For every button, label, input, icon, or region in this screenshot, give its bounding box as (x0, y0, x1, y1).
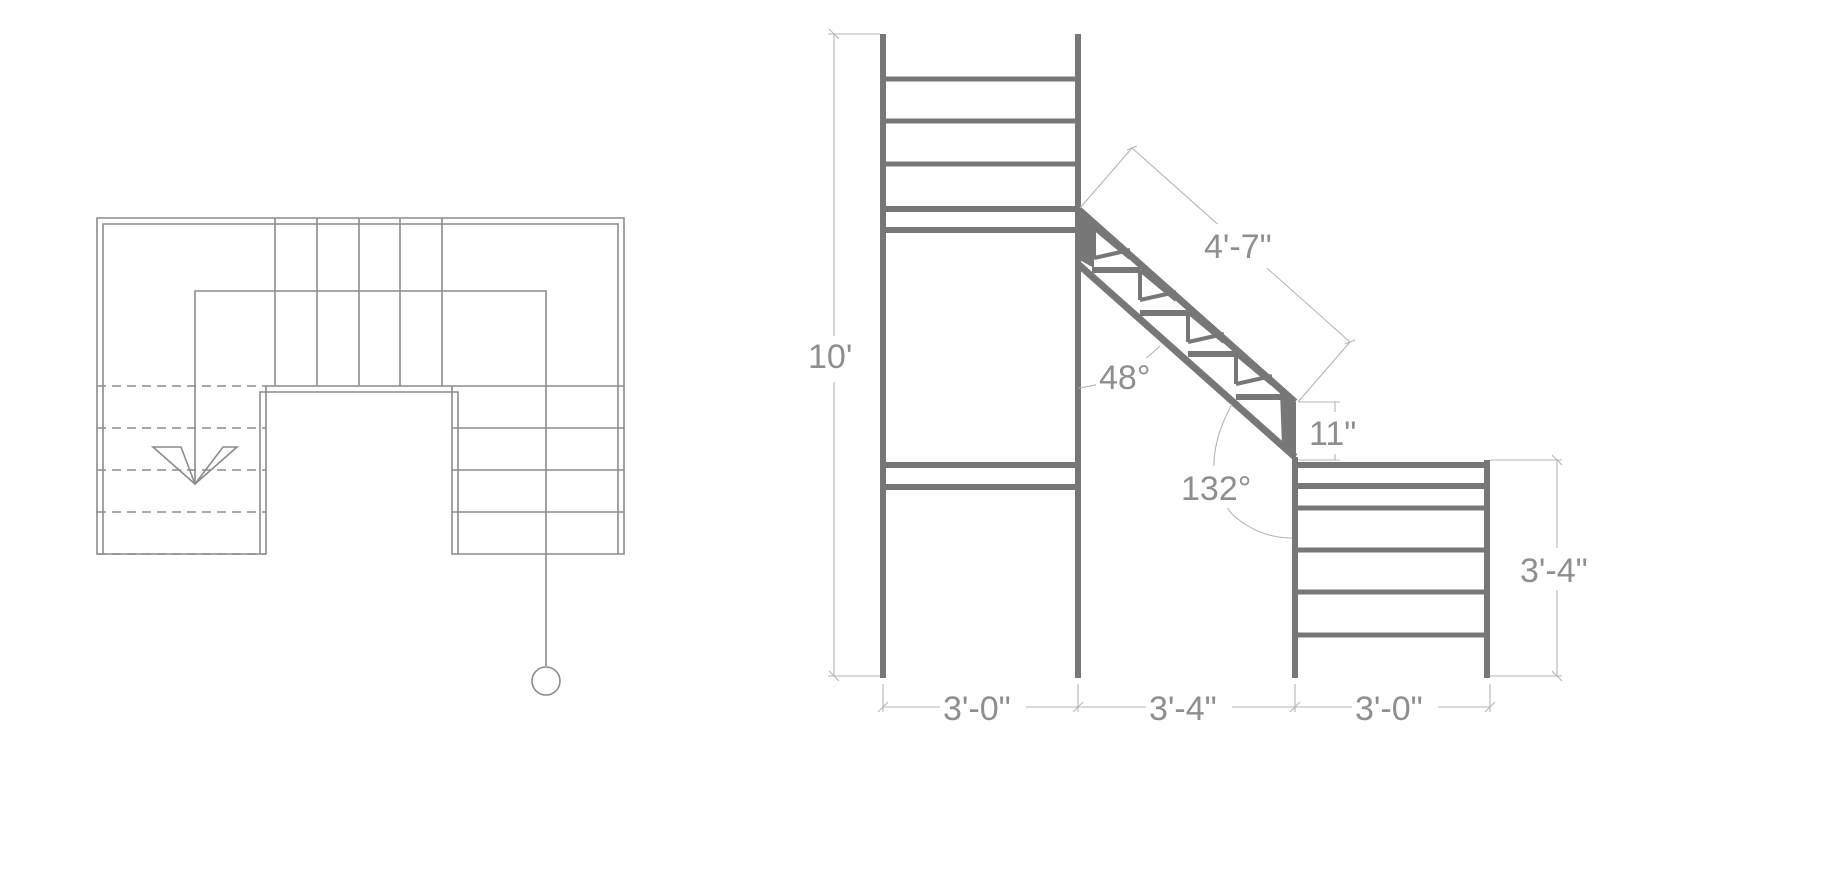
dim-upper-angle-label: 48° (1099, 359, 1150, 397)
dim-landing-height: 3'-4" (1490, 454, 1602, 682)
plan-outer-outline (96, 217, 625, 555)
plan-walkline (194, 290, 547, 666)
dim-overall-height: 10' (806, 28, 880, 682)
dim-flight-length: 4'-7" (1079, 145, 1356, 403)
left-bay-frame (880, 34, 1081, 678)
dim-right-bay-width-label: 3'-0" (1355, 690, 1423, 728)
right-bay-frame (1292, 457, 1490, 678)
dim-left-bay-width-label: 3'-0" (943, 690, 1011, 728)
dim-upper-angle: 48° (1077, 345, 1161, 398)
stair-flight-truss (1075, 206, 1298, 460)
plan-top-treads (274, 218, 443, 386)
dim-lower-angle-label: 132° (1181, 470, 1251, 508)
stair-elevation-view: 10' 4'-7" 48° 132° (806, 28, 1602, 728)
plan-right-treads (452, 385, 624, 513)
dim-step-offset-label: 11" (1309, 415, 1356, 453)
dim-bay-widths: 3'-0" 3'-4" 3'-0" (877, 684, 1496, 728)
plan-left-treads-hidden (97, 385, 266, 555)
plan-walkline-arrow (150, 446, 240, 486)
dim-landing-height-label: 3'-4" (1520, 552, 1588, 590)
dim-overall-height-label: 10' (808, 338, 852, 376)
stair-plan-view (96, 217, 625, 696)
plan-walkline-start-circle (531, 666, 561, 696)
dim-middle-bay-width-label: 3'-4" (1149, 690, 1217, 728)
dim-lower-angle: 132° (1178, 403, 1293, 539)
dim-step-offset: 11" (1298, 401, 1368, 461)
dim-flight-length-label: 4'-7" (1204, 228, 1272, 266)
plan-inner-outline (102, 223, 619, 554)
